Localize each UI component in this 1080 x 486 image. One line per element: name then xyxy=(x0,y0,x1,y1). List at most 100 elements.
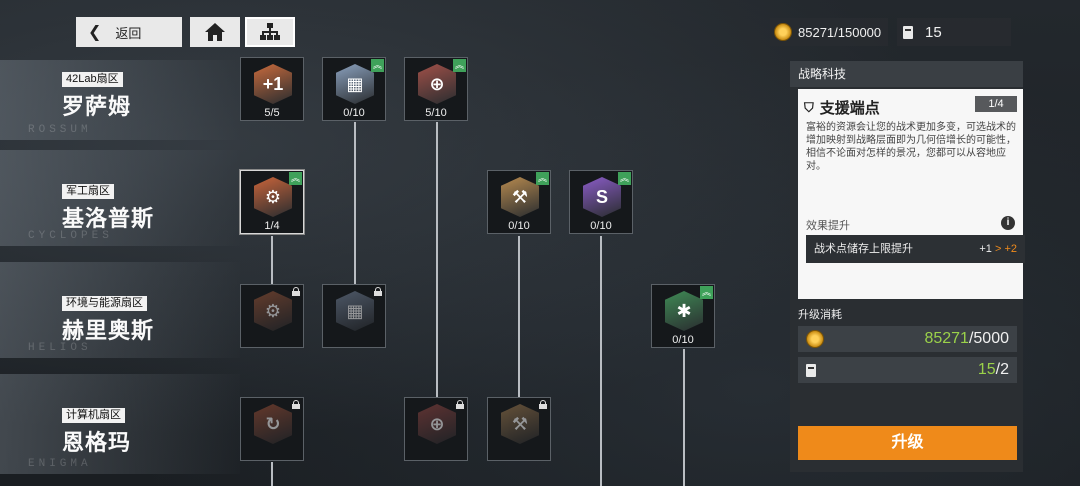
sector-tag: 42Lab扇区 xyxy=(62,72,123,87)
tech-node-count: 0/10 xyxy=(508,220,530,232)
tech-node-count: 5/5 xyxy=(264,107,280,119)
tree-connector xyxy=(518,236,520,397)
tech-node[interactable]: ⚒ xyxy=(487,397,551,461)
lock-icon xyxy=(539,400,547,409)
sector-label-enigma: 计算机扇区 恩格玛 xyxy=(62,405,131,457)
sector-label-cyclopes: 军工扇区 基洛普斯 xyxy=(62,181,154,233)
tree-connector xyxy=(271,462,273,486)
tech-node[interactable]: ↻ xyxy=(240,397,304,461)
sector-tag: 计算机扇区 xyxy=(62,408,125,423)
upgrade-button[interactable]: 升级 xyxy=(798,426,1017,460)
tech-node-icon: ⚒ xyxy=(501,404,539,444)
tech-node-count: 0/10 xyxy=(672,334,694,346)
tech-node-icon: ⊕ xyxy=(418,64,456,104)
effect-new: +2 xyxy=(1004,243,1017,255)
info-icon[interactable]: i xyxy=(1001,216,1015,230)
effect-old: +1 xyxy=(979,243,992,255)
strategy-tech-panel: 战略科技 ⛉ 支援端点 1/4 富裕的资源会让您的战术更加多变，可选战术的增加映… xyxy=(790,61,1025,472)
gold-coin-icon xyxy=(774,23,792,41)
tech-node[interactable]: ✱ 0/10 ︽ xyxy=(651,284,715,348)
tech-node-icon: ▦ xyxy=(336,291,374,331)
sector-name: 基洛普斯 xyxy=(62,206,155,231)
sector-name: 赫里奥斯 xyxy=(62,318,155,343)
tree-connector xyxy=(354,122,356,284)
back-button[interactable]: ❮ 返回 xyxy=(76,17,182,47)
tech-node-count: 0/10 xyxy=(590,220,612,232)
tech-node-count: 1/4 xyxy=(264,220,280,232)
panel-header: 战略科技 xyxy=(790,61,1023,87)
cost-label: 升级消耗 xyxy=(798,309,842,321)
tree-connector xyxy=(683,349,685,486)
upgrade-available-icon: ︽ xyxy=(453,59,466,72)
tech-node[interactable]: ⊕ 5/10 ︽ xyxy=(404,57,468,121)
effect-arrow: > xyxy=(994,243,1002,255)
tech-node-selected[interactable]: ⚙ 1/4 ︽ xyxy=(240,170,304,234)
tech-description: 富裕的资源会让您的战术更加多变，可选战术的增加映射到战略层面即为几何倍增长的可能… xyxy=(806,122,1016,172)
tech-node-icon: ⊕ xyxy=(418,404,456,444)
cost-gold-have: 85271 xyxy=(924,330,969,347)
chevron-left-icon: ❮ xyxy=(88,24,102,41)
sector-band-cyclopes: CYCLOPES xyxy=(0,150,240,246)
tech-node[interactable]: ⚙ xyxy=(240,284,304,348)
effect-label: 效果提升 xyxy=(806,220,850,232)
effect-values: +1 > +2 xyxy=(979,235,1017,263)
tech-node-count: 5/10 xyxy=(425,107,447,119)
sector-tag: 军工扇区 xyxy=(62,184,114,199)
tech-node[interactable]: ⚒ 0/10 ︽ xyxy=(487,170,551,234)
lock-icon xyxy=(292,287,300,296)
effect-row: 战术点储存上限提升 +1 > +2 xyxy=(806,235,1025,263)
tech-node[interactable]: ▦ xyxy=(322,284,386,348)
upgrade-available-icon: ︽ xyxy=(536,172,549,185)
back-label: 返回 xyxy=(115,25,142,41)
tech-level-badge: 1/4 xyxy=(975,96,1017,112)
sector-name: 恩格玛 xyxy=(62,430,132,455)
gold-resource: 85271/150000 xyxy=(770,18,888,46)
sector-name: 罗萨姆 xyxy=(62,94,132,119)
cost-card-have: 15 xyxy=(977,361,996,378)
tech-node-icon: ✱ xyxy=(665,291,703,331)
tree-icon xyxy=(260,23,280,40)
card-amount: 15 xyxy=(925,23,942,41)
tech-title-text: 支援端点 xyxy=(819,100,880,117)
home-button[interactable] xyxy=(190,17,240,47)
effect-name: 战术点储存上限提升 xyxy=(814,243,913,255)
tech-node-icon: +1 xyxy=(254,64,292,104)
cost-gold-row: 85271/5000 xyxy=(798,326,1017,352)
tech-node-icon: ↻ xyxy=(254,404,292,444)
card-icon xyxy=(903,25,913,39)
tech-detail-card: ⛉ 支援端点 1/4 富裕的资源会让您的战术更加多变，可选战术的增加映射到战略层… xyxy=(798,89,1025,299)
tech-title: ⛉ 支援端点 xyxy=(804,97,880,118)
tree-connector xyxy=(436,122,438,397)
tech-node[interactable]: ⊕ xyxy=(404,397,468,461)
tech-node-icon: ⚙ xyxy=(254,177,292,217)
sector-label-helios: 环境与能源扇区 赫里奥斯 xyxy=(62,293,154,345)
lock-icon xyxy=(374,287,382,296)
upgrade-available-icon: ︽ xyxy=(700,286,713,299)
cost-gold-need: /5000 xyxy=(968,330,1009,347)
tree-connector xyxy=(271,236,273,284)
lock-icon xyxy=(292,400,300,409)
cost-gold-value: 85271/5000 xyxy=(924,330,1009,348)
tech-type-icon: ⛉ xyxy=(804,99,814,115)
upgrade-available-icon: ︽ xyxy=(371,59,384,72)
tech-node[interactable]: ▦ 0/10 ︽ xyxy=(322,57,386,121)
gold-coin-icon xyxy=(806,330,824,348)
upgrade-available-icon: ︽ xyxy=(618,172,631,185)
cost-card-value: 15/2 xyxy=(978,361,1009,379)
tech-node-count: 0/10 xyxy=(343,107,365,119)
tech-node-icon: ▦ xyxy=(336,64,374,104)
sector-tag: 环境与能源扇区 xyxy=(62,296,147,311)
card-icon xyxy=(806,363,816,377)
tree-connector xyxy=(600,236,602,486)
cost-card-row: 15/2 xyxy=(798,357,1017,383)
card-resource: 15 xyxy=(897,18,1011,46)
tech-node-icon: ⚙ xyxy=(254,291,292,331)
sector-band-enigma: ENIGMA xyxy=(0,374,240,474)
upgrade-available-icon: ︽ xyxy=(289,172,302,185)
gold-amount: 85271/150000 xyxy=(798,24,882,40)
tech-node-icon: ⚒ xyxy=(501,177,539,217)
tech-tree-button[interactable] xyxy=(245,17,295,47)
sector-label-rossum: 42Lab扇区 罗萨姆 xyxy=(62,69,131,121)
